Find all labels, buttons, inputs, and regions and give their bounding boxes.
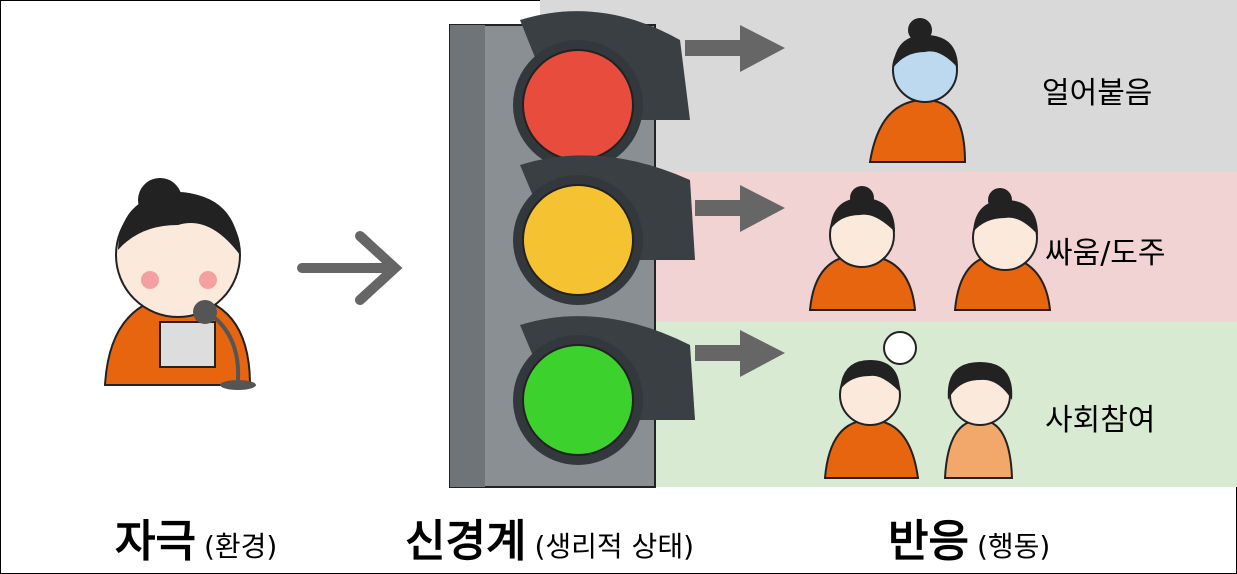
response-arrows <box>685 25 785 377</box>
response-freeze: 얼어붙음 <box>1042 76 1153 111</box>
freeze-person-illustration <box>868 18 967 163</box>
red-light <box>522 49 634 161</box>
yellow-light <box>522 184 634 296</box>
caption-sub: (생리적 상태) <box>534 530 695 563</box>
social-people-illustration <box>823 331 1014 479</box>
traffic-light-illustration <box>449 11 695 488</box>
arrow-icon <box>695 185 785 232</box>
green-light <box>522 344 634 456</box>
caption-stimulus: 자극(환경) <box>115 505 277 569</box>
caption-sub: (환경) <box>203 530 278 563</box>
caption-sub: (행동) <box>976 530 1051 563</box>
arrow-icon <box>695 330 785 377</box>
caption-main: 신경계 <box>405 516 527 567</box>
response-fight-flight: 싸움/도주 <box>1045 236 1166 271</box>
caption-response: 반응(행동) <box>888 505 1050 569</box>
caption-nervous-system: 신경계(생리적 상태) <box>405 505 694 569</box>
response-social: 사회참여 <box>1045 403 1156 438</box>
arrow-icon <box>685 25 785 72</box>
fight-flight-people-illustration <box>808 186 1052 311</box>
arrow-icon <box>297 231 403 305</box>
speaker-person-illustration <box>103 178 256 390</box>
caption-main: 자극 <box>115 516 196 567</box>
caption-main: 반응 <box>888 516 969 567</box>
